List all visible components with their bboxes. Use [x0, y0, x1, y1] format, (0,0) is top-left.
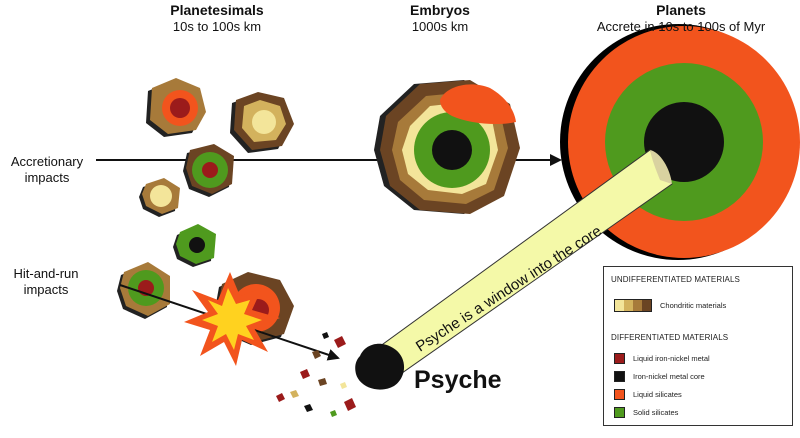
hit-and-run-impacts-label: Hit-and-run impacts [13, 266, 79, 297]
legend: UNDIFFERENTIATED MATERIALS Chondritic ma… [603, 266, 793, 426]
header-embryos-title: Embryos [410, 2, 470, 18]
header-planetesimals-subtitle: 10s to 100s km [172, 19, 262, 34]
header-planets: Planets Accrete in 10s to 100s of Myr [568, 2, 794, 34]
debris [276, 332, 356, 417]
legend-item-metal-core: Iron-nickel metal core [614, 371, 705, 382]
embryo [374, 80, 520, 214]
swatch-solid-silicates [614, 407, 625, 418]
header-embryos: Embryos 1000s km [380, 2, 500, 34]
beam-core-cut [650, 150, 672, 184]
legend-item-solid-silicates: Solid silicates [614, 407, 678, 418]
planetesimal-6 [117, 262, 170, 319]
planetesimal-2 [230, 92, 294, 153]
planetesimal-5 [173, 224, 216, 267]
chondritic-swatch [614, 299, 652, 312]
planetesimal-1 [146, 78, 206, 137]
legend-chondritic-label: Chondritic materials [660, 301, 727, 310]
planetesimal-4 [139, 178, 180, 217]
header-embryos-subtitle: 1000s km [411, 19, 469, 34]
header-planets-subtitle: Accrete in 10s to 100s of Myr [596, 19, 766, 34]
swatch-liquid-silicates [614, 389, 625, 400]
impact-explosion [184, 272, 280, 366]
header-planetesimals: Planetesimals 10s to 100s km [152, 2, 282, 34]
header-planetesimals-title: Planetesimals [170, 2, 264, 18]
swatch-metal-core [614, 371, 625, 382]
planetesimal-3 [183, 144, 234, 197]
accretionary-impacts-label: Accretionary impacts [10, 154, 84, 185]
legend-differentiated-title: DIFFERENTIATED MATERIALS [611, 333, 729, 342]
legend-item-liquid-silicates: Liquid silicates [614, 389, 682, 400]
legend-item-liquid-metal: Liquid iron-nickel metal [614, 353, 710, 364]
psyche-asteroid [355, 343, 405, 390]
header-planets-title: Planets [656, 2, 706, 18]
legend-item-chondritic: Chondritic materials [614, 299, 726, 312]
legend-undifferentiated-title: UNDIFFERENTIATED MATERIALS [611, 275, 740, 284]
beam-caption: Psyche is a window into the core [413, 223, 605, 356]
psyche-label: Psyche [414, 366, 502, 394]
swatch-liquid-metal [614, 353, 625, 364]
